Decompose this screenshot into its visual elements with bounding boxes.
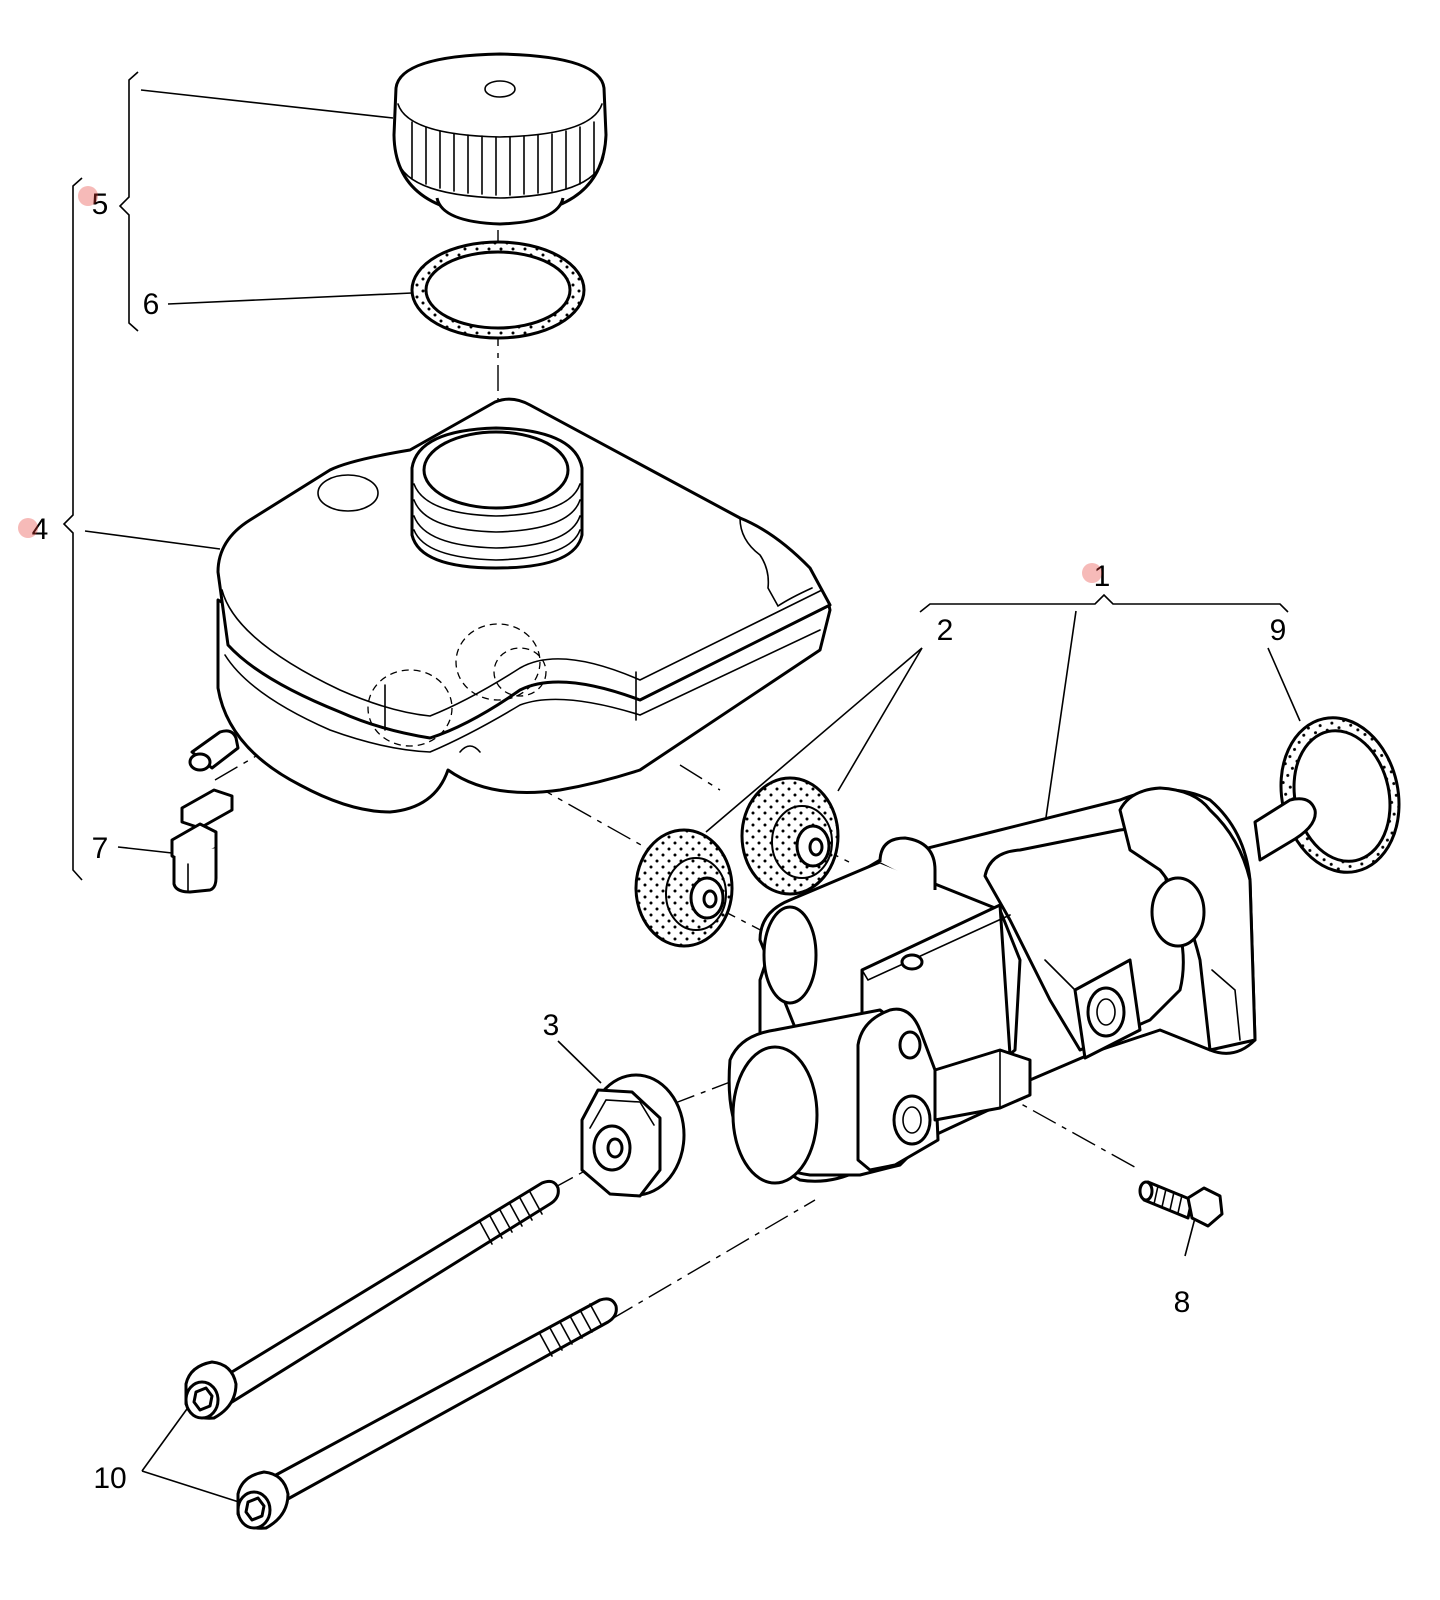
callout-2[interactable]: 2 <box>937 614 954 647</box>
piston-seal-front <box>634 828 734 948</box>
master-cylinder <box>727 786 1317 1185</box>
hotspot-markers <box>18 186 1102 583</box>
piston-seal-rear <box>740 776 840 896</box>
callout-5[interactable]: 5 <box>92 188 109 221</box>
long-bolt-upper <box>184 1179 560 1420</box>
callout-1[interactable]: 1 <box>1094 560 1111 593</box>
reservoir-cap <box>392 52 608 226</box>
bracket-5 <box>118 71 139 332</box>
leader-lines <box>84 89 1301 1504</box>
hotspot-marker-4[interactable] <box>18 518 38 538</box>
group-brackets <box>62 71 1289 881</box>
hotspot-marker-1[interactable] <box>1082 563 1102 583</box>
hotspot-marker-5[interactable] <box>78 186 98 206</box>
level-sensor <box>170 729 240 894</box>
port-nut <box>580 1073 686 1198</box>
callout-10[interactable]: 10 <box>93 1462 126 1495</box>
mounting-bolt <box>1138 1180 1224 1228</box>
callout-8[interactable]: 8 <box>1174 1286 1191 1319</box>
callout-3[interactable]: 3 <box>543 1009 560 1042</box>
callout-4[interactable]: 4 <box>32 513 49 546</box>
long-bolt-lower <box>236 1297 618 1530</box>
cap-grip-ribs <box>411 121 595 196</box>
bracket-4 <box>62 177 83 881</box>
callout-6[interactable]: 6 <box>143 288 160 321</box>
cap-gasket <box>410 240 586 340</box>
callout-9[interactable]: 9 <box>1270 614 1287 647</box>
bracket-1 <box>919 593 1289 613</box>
callout-labels: 1 2 3 4 5 6 7 8 9 10 <box>32 188 1287 1495</box>
callout-7[interactable]: 7 <box>92 832 109 865</box>
o-ring <box>1279 716 1401 874</box>
fluid-reservoir <box>216 397 832 814</box>
